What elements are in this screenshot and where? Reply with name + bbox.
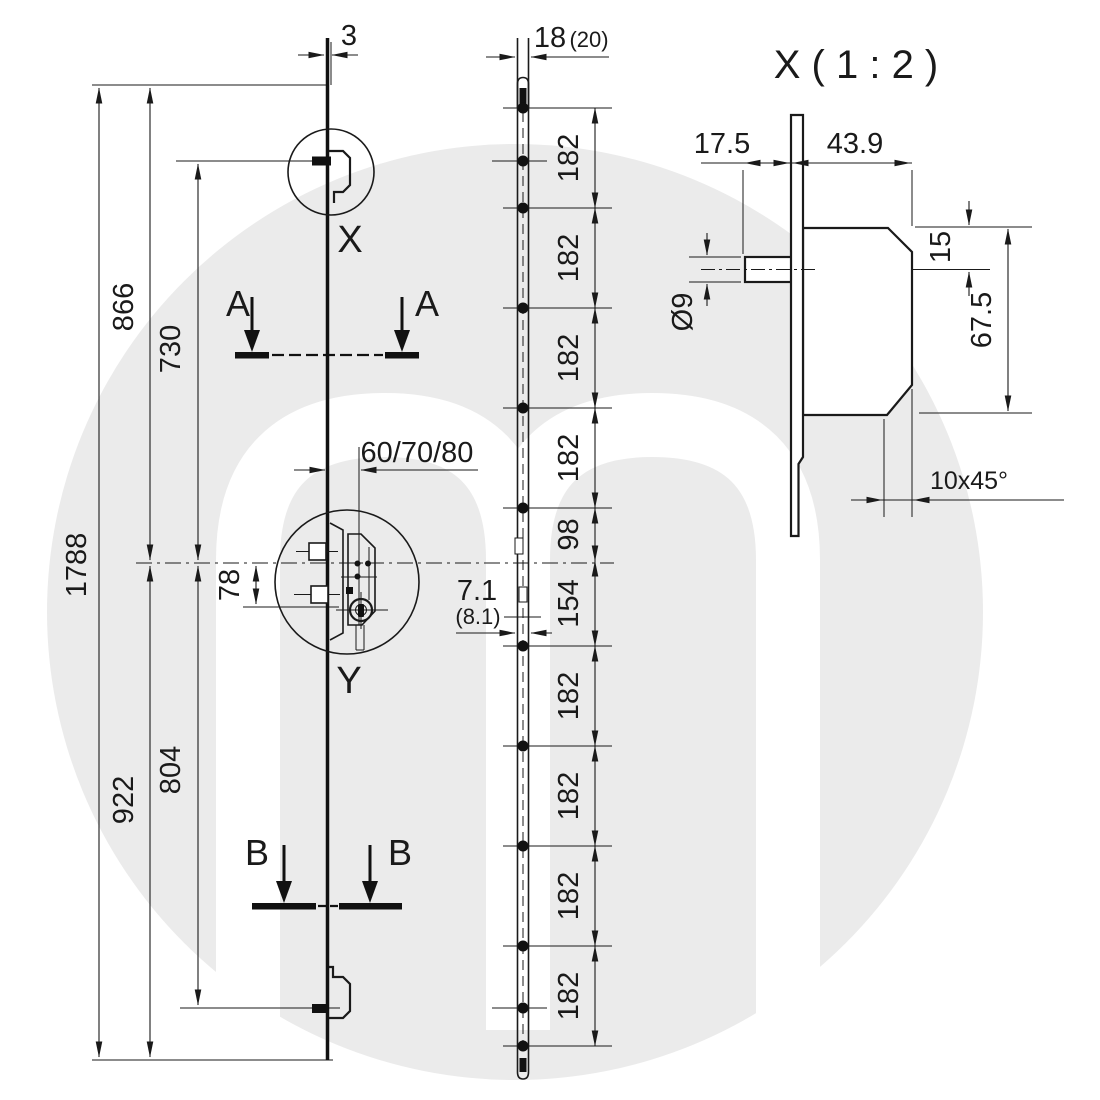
bottom-hook-pin (312, 1004, 326, 1013)
pitch-label: 98 (553, 518, 585, 550)
dim-866-label: 866 (108, 283, 140, 331)
case-housing (329, 522, 344, 641)
case-rivet-2 (365, 560, 371, 567)
pitch-label: 154 (553, 579, 585, 627)
case-rivet-3 (354, 573, 361, 580)
dim-804-label: 804 (155, 746, 187, 794)
strip-fixing-points (514, 102, 529, 1052)
detail-faceplate (789, 113, 805, 538)
top-hook-pin (312, 156, 331, 166)
dim-922-label: 922 (108, 776, 140, 824)
section-b-label-left: B (245, 832, 269, 873)
lower-follower-square (310, 585, 329, 604)
pitch-label: 182 (553, 434, 585, 482)
case-rivet-4 (346, 587, 353, 594)
dim-thickness-label: 7.1 (457, 575, 497, 607)
detail-title: X ( 1 : 2 ) (774, 43, 939, 87)
pitch-label: 182 (553, 134, 585, 182)
pitch-label: 182 (553, 672, 585, 720)
pitch-label: 182 (553, 872, 585, 920)
dim-backset-label: 60/70/80 (361, 437, 474, 469)
section-a-label-left: A (226, 283, 250, 324)
case-lower-stem (355, 625, 365, 651)
pitch-label: 182 (553, 234, 585, 282)
detail-circle-y (274, 509, 420, 655)
handle-follower-square (308, 542, 327, 561)
section-a-arrow-right (394, 330, 410, 352)
dim-width-label: 18 (534, 22, 566, 54)
section-b-marker (252, 845, 402, 910)
strip-slot-1 (514, 537, 524, 555)
section-b-arrow-left (276, 881, 292, 903)
dim-chamfer-label: 10x45° (930, 467, 1008, 495)
pitch-label: 182 (553, 772, 585, 820)
section-a-bar-left (235, 352, 269, 359)
left-view: 3 1788 866 922 730 804 78 60/70/80 X Y A… (61, 20, 614, 1061)
dim-67-5-label: 67.5 (966, 292, 998, 348)
bottom-hook-body (329, 965, 352, 1020)
dim-17-5-label: 17.5 (694, 128, 750, 160)
top-hook-body (329, 149, 352, 203)
dim-730-label: 730 (155, 325, 187, 373)
bottom-hook-latch (312, 965, 352, 1020)
case-rivet-1 (354, 560, 361, 567)
section-a-marker (235, 297, 419, 359)
pitch-labels: 182 182 182 182 98 154 182 182 182 182 (553, 134, 585, 1020)
dim-dia-label: Ø9 (667, 293, 699, 332)
dim-width-alt-label: (20) (569, 27, 608, 52)
top-hook-latch (287, 128, 375, 216)
strip-top-cap (516, 76, 530, 108)
edge-view: 18 (20) 7.1 (8.1) 182 182 182 182 98 154 (455, 22, 612, 1080)
detail-hook-body (801, 226, 914, 417)
dim-thickness-alt-label: (8.1) (455, 604, 500, 629)
pitch-label: 182 (553, 972, 585, 1020)
strip-bottom-cap-insert (519, 1058, 527, 1072)
section-a-arrow-left (244, 330, 260, 352)
section-a-bar-right (385, 352, 419, 359)
cylinder-screw-slot (358, 604, 364, 617)
detail-view-x: X ( 1 : 2 ) 17.5 43.9 Ø9 15 67.5 (667, 43, 1064, 538)
detail-y-label: Y (336, 660, 361, 702)
detail-x-label: X (337, 219, 362, 261)
case-body (347, 533, 376, 626)
pitch-label: 182 (553, 334, 585, 382)
section-b-bar-right (339, 903, 402, 910)
strip-slot-2 (518, 586, 528, 603)
section-b-bar-left (252, 903, 316, 910)
strip-bottom-cap (516, 1052, 530, 1080)
section-a-label-right: A (415, 283, 439, 324)
dim-43-9-label: 43.9 (827, 128, 883, 160)
dim-78-label: 78 (214, 569, 246, 601)
dim-overall-label: 1788 (61, 533, 93, 598)
watermark-m-outline (216, 392, 820, 1030)
watermark-logo (47, 144, 983, 1080)
section-b-arrow-right (362, 881, 378, 903)
section-b-label-right: B (388, 832, 412, 873)
cylinder-screw-outer (348, 597, 374, 623)
detail-circle-x (287, 128, 375, 216)
dim-plate-offset-label: 3 (341, 20, 357, 52)
strip-top-cap-insert (519, 88, 527, 106)
dim-15-label: 15 (925, 231, 957, 263)
lock-case (274, 509, 420, 655)
